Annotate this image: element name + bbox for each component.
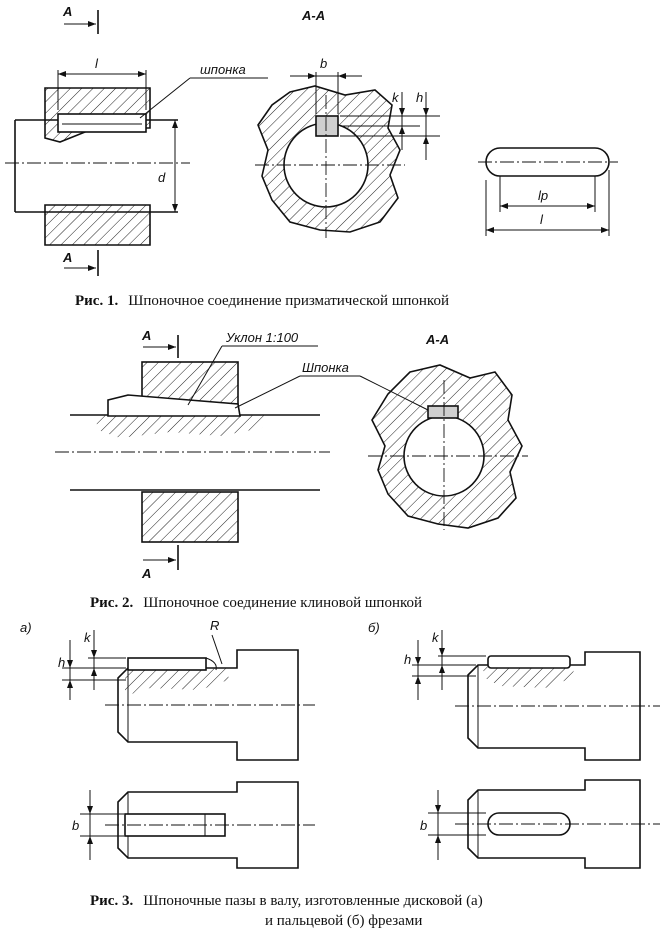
svg-text:Рис. 1. Шпоночное соедин: Рис. 1. Шпоночное соединение призматичес… — [75, 292, 449, 309]
dim-d: d — [158, 170, 166, 185]
dim-b: b — [320, 56, 327, 71]
key-label: шпонка — [200, 62, 246, 77]
dim-k-b: k — [432, 630, 440, 645]
dim-l-key: l — [540, 212, 544, 227]
dim-b-a: b — [72, 818, 79, 833]
fig1-longitudinal-view: А l d А шпонка — [5, 4, 268, 276]
fig1-cross-section: А-А b k h — [255, 8, 440, 238]
shaft-b-top — [467, 651, 641, 761]
fig3-variant-a: а) h k R b — [20, 618, 315, 869]
section-arrow-bottom — [64, 250, 99, 276]
key-section-2 — [427, 405, 459, 419]
dim-lp: lp — [538, 188, 548, 203]
fig3-variant-b: б) h k b — [368, 620, 660, 869]
fig2-cross-section: А-А — [368, 332, 528, 530]
section-arrow-bottom-2 — [143, 545, 179, 570]
shaft-a-bottom — [117, 781, 299, 869]
hub-lower — [44, 204, 151, 246]
dim-l: l — [95, 56, 99, 71]
section-letter-bottom-2: А — [141, 566, 151, 581]
caption-line1: Шпоночные пазы в валу, изготовленные дис… — [143, 893, 483, 909]
shaft-a-top — [117, 649, 299, 761]
section-letter-bottom: А — [62, 250, 72, 265]
caption-num: Рис. 1. — [75, 293, 118, 309]
caption-num-2: Рис. 2. — [90, 595, 133, 611]
dim-k-a: k — [84, 630, 92, 645]
svg-text:Рис. 2. Шпоночное соедин: Рис. 2. Шпоночное соединение клиновой шп… — [90, 594, 422, 611]
fig1-caption: Рис. 1. Шпоночное соединение призматичес… — [75, 292, 449, 309]
section-letter-top-2: А — [141, 328, 151, 343]
section-title-2: А-А — [425, 332, 449, 347]
hub-lower-2 — [141, 491, 239, 543]
dim-b-b: b — [420, 818, 427, 833]
dim-k: k — [392, 90, 400, 105]
key-body — [57, 113, 147, 133]
key-slot-a — [127, 657, 207, 671]
dim-h-b: h — [404, 652, 411, 667]
section-letter-top: А — [62, 4, 72, 19]
variant-a-label: а) — [20, 620, 32, 635]
caption-text: Шпоночное соединение призматической шпон… — [128, 293, 449, 309]
caption-num-3: Рис. 3. — [90, 893, 133, 909]
dim-h: h — [416, 90, 423, 105]
key-label-2: Шпонка — [302, 360, 349, 375]
key-section — [315, 115, 339, 137]
dim-R: R — [210, 618, 219, 633]
section-arrow-top — [64, 10, 99, 34]
dim-h-a: h — [58, 655, 65, 670]
fig1-key-plan: lp l — [478, 147, 618, 236]
caption-line2: и пальцевой (б) фрезами — [265, 913, 422, 929]
fig2-longitudinal-view: А А Уклон 1:100 Шпонка — [55, 328, 429, 581]
section-title: А-А — [301, 8, 325, 23]
caption-text-2: Шпоночное соединение клиновой шпонкой — [143, 595, 422, 611]
variant-b-label: б) — [368, 620, 380, 635]
section-arrow-top-2 — [143, 335, 179, 358]
shaft-b-bottom — [467, 779, 641, 869]
fig3-caption: Рис. 3. Шпоночные пазы в валу, изготовле… — [90, 892, 483, 929]
fig2-caption: Рис. 2. Шпоночное соединение клиновой шп… — [90, 594, 422, 611]
slope-label: Уклон 1:100 — [225, 330, 299, 345]
key-slot-b — [487, 655, 571, 669]
svg-text:Рис. 3. Шпоночные пазы в: Рис. 3. Шпоночные пазы в валу, изготовле… — [90, 892, 483, 909]
wedge-key — [107, 394, 241, 417]
